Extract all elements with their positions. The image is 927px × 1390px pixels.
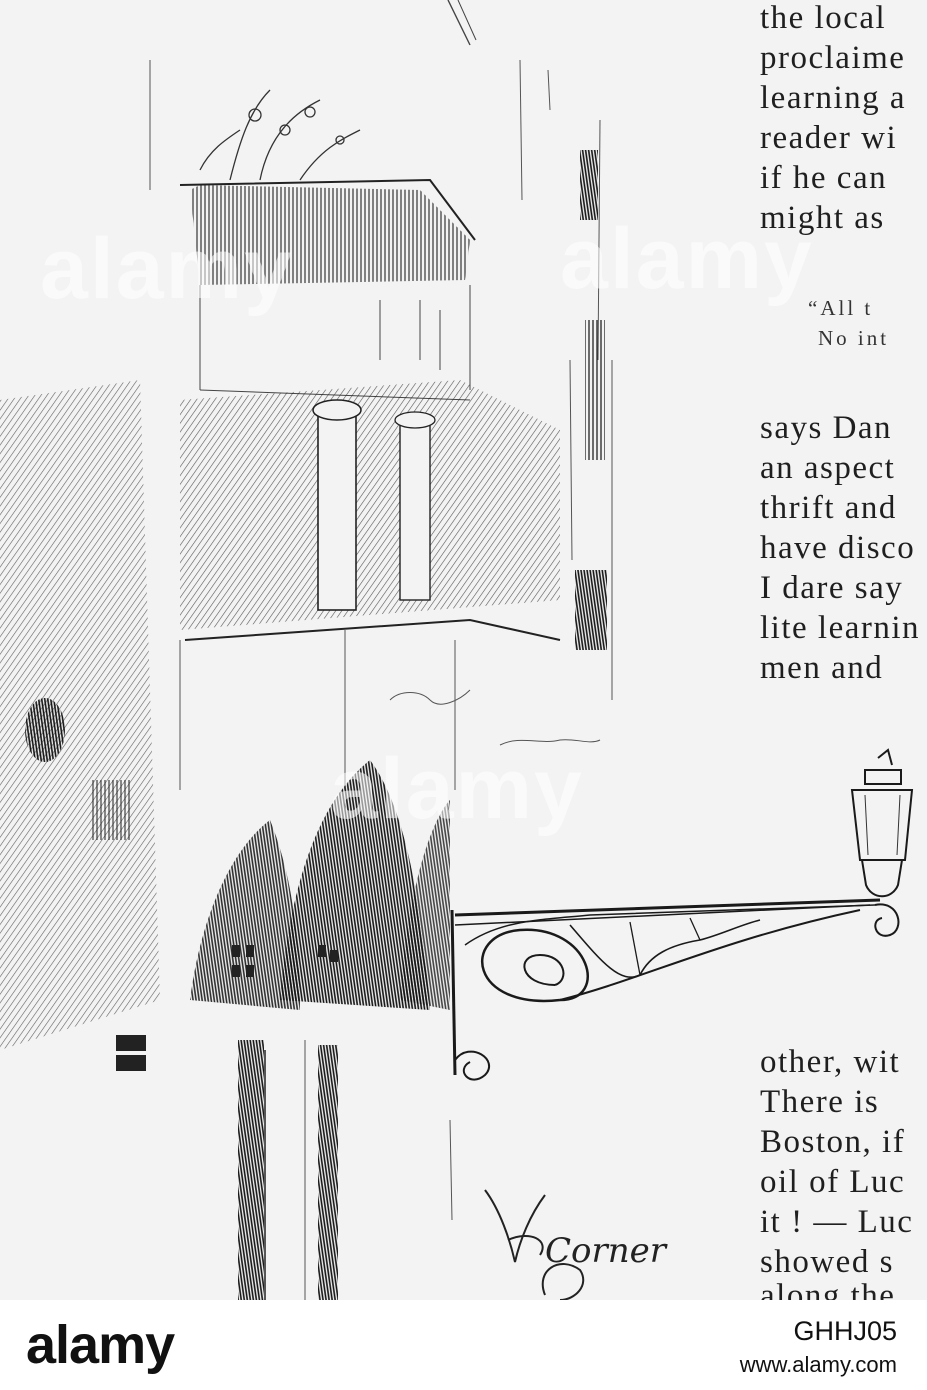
text-line: I dare say bbox=[760, 570, 904, 606]
text-line: along the bbox=[760, 1278, 896, 1300]
artist-signature: Corner bbox=[545, 1231, 668, 1271]
text-line: it ! — Luc bbox=[760, 1204, 914, 1240]
watermark: alamy bbox=[560, 211, 814, 307]
text-line: an aspect bbox=[760, 450, 896, 486]
text-line: have disco bbox=[760, 530, 916, 566]
watermark: alamy bbox=[40, 221, 294, 317]
text-line: thrift and bbox=[760, 490, 897, 526]
quote-line: No int bbox=[818, 326, 890, 350]
text-line: says Dan bbox=[760, 410, 893, 446]
alamy-logo: alamy bbox=[26, 1315, 175, 1375]
watermark: alamy bbox=[330, 741, 584, 837]
text-line: men and bbox=[760, 650, 884, 686]
pen-ink-illustration: Corner bbox=[0, 0, 914, 1300]
text-line: learning a bbox=[760, 80, 907, 116]
text-line: might as bbox=[760, 200, 885, 236]
book-page: Corner the local proclaime learning a re… bbox=[0, 0, 927, 1300]
text-line: the local bbox=[760, 0, 887, 36]
text-line: other, wit bbox=[760, 1044, 901, 1080]
text-line: showed s bbox=[760, 1244, 894, 1280]
text-line: lite learnin bbox=[760, 610, 921, 646]
text-line: oil of Luc bbox=[760, 1164, 906, 1200]
quote-line: “All t bbox=[808, 296, 874, 320]
text-line: proclaime bbox=[760, 40, 906, 76]
text-line: if he can bbox=[760, 160, 888, 196]
text-column: the local proclaime learning a reader wi… bbox=[760, 0, 927, 1300]
text-line: Boston, if bbox=[760, 1124, 906, 1160]
footer-bar: alamy GHHJ05 www.alamy.com bbox=[0, 1300, 927, 1390]
text-line: reader wi bbox=[760, 120, 898, 156]
site-url[interactable]: www.alamy.com bbox=[739, 1352, 897, 1377]
image-code: GHHJ05 bbox=[793, 1316, 897, 1346]
text-line: There is bbox=[760, 1084, 880, 1120]
